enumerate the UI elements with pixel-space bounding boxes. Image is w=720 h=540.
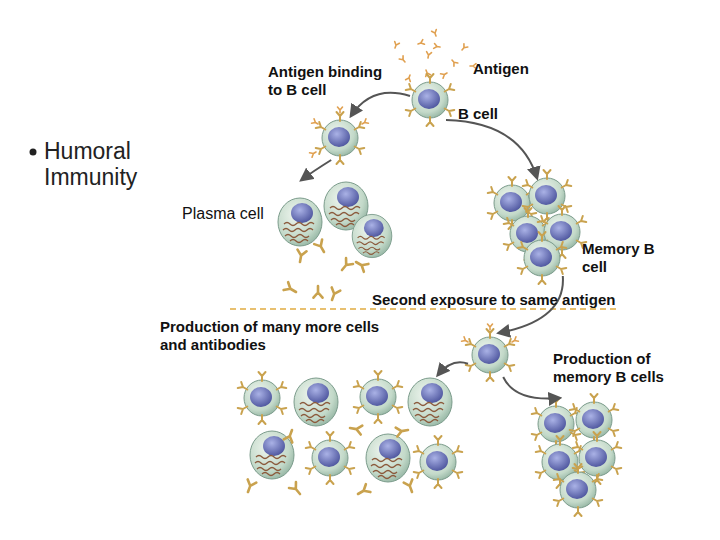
- cell-group: Memory B cell: [494, 178, 580, 276]
- node-label: Plasma cell: [182, 205, 264, 223]
- b-cell: [354, 371, 403, 423]
- cell-group: Antigen binding to B cell: [318, 116, 362, 160]
- node-label: B cell: [458, 105, 498, 123]
- memory-b-cell: [518, 232, 567, 284]
- bound-antigen: [310, 107, 369, 157]
- cell-group: Plasma cell: [278, 180, 395, 260]
- cell-group: B cell: [410, 80, 450, 120]
- plasma-cell: [278, 198, 322, 246]
- curved-arrow: [438, 362, 468, 375]
- plasma-cell: [294, 378, 338, 426]
- cell-group: Production of memory B cells: [535, 398, 617, 512]
- divider-line: [230, 308, 620, 310]
- b-cell: [316, 112, 365, 164]
- text-label: Antigen: [473, 60, 529, 78]
- curved-arrow: [301, 160, 331, 180]
- b-cell: [306, 432, 355, 484]
- b-cell: [414, 436, 463, 488]
- node-label: Production of memory B cells: [553, 350, 703, 386]
- antibody: [244, 424, 417, 498]
- curved-arrow: [446, 120, 537, 178]
- node-label: Production of many more cells and antibo…: [160, 318, 380, 354]
- b-cell: [238, 372, 287, 424]
- plasma-cell: [352, 214, 392, 257]
- node-label: Second exposure to same antigen: [372, 291, 615, 309]
- bound-antigen: [462, 324, 519, 344]
- node-label: Memory B cell: [582, 240, 668, 276]
- cell-group: Second exposure to same antigen: [468, 333, 512, 377]
- bullet-dot: [30, 149, 37, 156]
- antibody: [284, 240, 369, 302]
- memory-b-cell: [466, 329, 515, 381]
- cell-group: Production of many more cells and antibo…: [240, 375, 455, 505]
- b-cell: [406, 74, 455, 126]
- plasma-cell: [408, 378, 452, 426]
- plasma-cell: [366, 434, 410, 482]
- memory-b-cell: [570, 394, 619, 446]
- curved-arrow: [503, 377, 559, 399]
- curved-arrow: [351, 93, 410, 116]
- diagram-title: Humoral Immunity: [44, 138, 169, 190]
- memory-b-cell: [554, 464, 603, 516]
- node-label: Antigen binding to B cell: [268, 63, 398, 99]
